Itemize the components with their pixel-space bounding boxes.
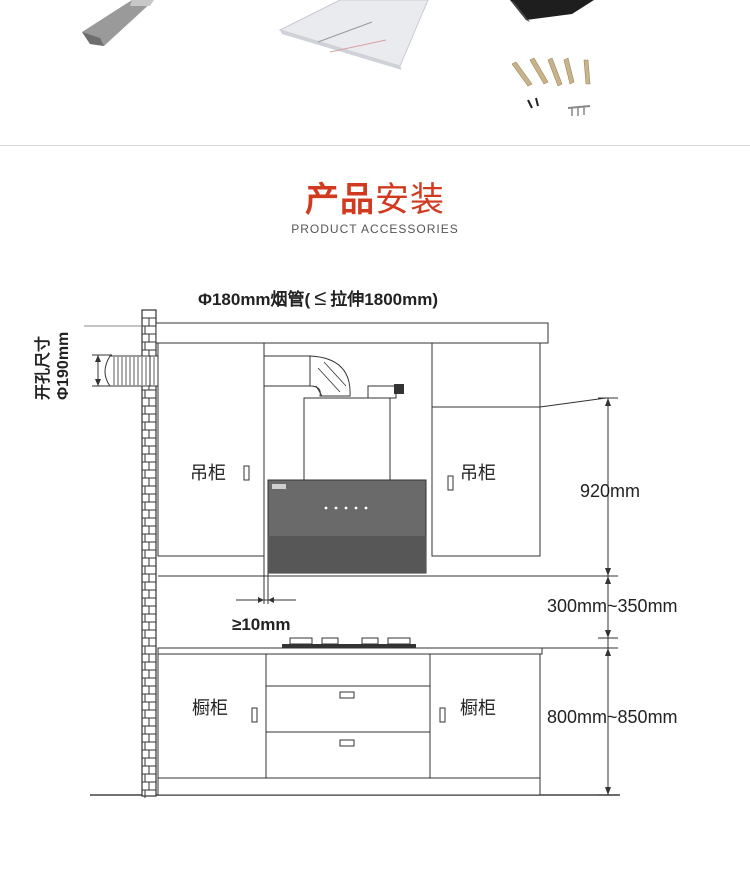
upper-cabinet-right-top	[431, 342, 541, 408]
ceiling-board	[155, 322, 549, 344]
dim-upper-label: 920mm	[580, 481, 640, 501]
drawer-top	[265, 653, 431, 687]
dim-middle-label: 300mm~350mm	[547, 596, 678, 616]
hood-component-image	[510, 0, 594, 22]
section-divider	[0, 145, 750, 146]
drawer-middle-handle	[339, 691, 355, 699]
section-title-bold: 产品	[305, 181, 375, 219]
upper-cabinet-left-label: 吊柜	[190, 463, 226, 483]
gap-marker	[236, 556, 296, 604]
screws-and-anchors-image	[511, 57, 591, 116]
accessories-illustration	[82, 0, 594, 116]
gas-cooktop	[282, 637, 416, 648]
hole-label-line1: 开孔尺寸	[33, 336, 52, 400]
upper-cabinet-left-handle	[243, 465, 250, 481]
accessories-strip	[0, 0, 750, 145]
hole-label-line2: Φ190mm	[55, 332, 72, 400]
lower-cabinet-right	[429, 653, 541, 779]
duct-label: Φ180mm烟管(≤拉伸1800mm)	[198, 285, 438, 310]
section-subtitle: PRODUCT ACCESSORIES	[291, 222, 459, 236]
section-title: 产品安装	[0, 172, 750, 221]
dim-lower-label: 800mm~850mm	[547, 707, 678, 727]
section-title-light: 安装	[375, 181, 445, 219]
upper-cabinet-right-handle	[447, 475, 454, 491]
lower-cabinet-left-label: 橱柜	[192, 698, 228, 718]
metal-bracket-image	[82, 0, 154, 46]
brick-wall	[141, 309, 157, 798]
dimension-lines	[598, 397, 618, 796]
range-hood	[267, 384, 427, 574]
lower-cabinet-right-handle	[439, 707, 446, 723]
countertop	[157, 647, 543, 655]
drawer-bottom-handle	[339, 739, 355, 747]
hole-marker	[84, 325, 142, 387]
lower-cabinet-left	[157, 653, 267, 779]
lower-cabinet-right-label: 橱柜	[460, 698, 496, 718]
upper-top-extension	[539, 397, 607, 408]
gap-label: ≥10mm	[232, 615, 290, 634]
cabinet-plinth	[157, 777, 541, 796]
upper-cabinet-right-label: 吊柜	[460, 463, 496, 483]
upper-cabinet-left	[157, 342, 265, 557]
drawer-bottom	[265, 731, 431, 779]
lower-cabinet-left-handle	[251, 707, 258, 723]
instruction-manual-image	[278, 0, 429, 70]
